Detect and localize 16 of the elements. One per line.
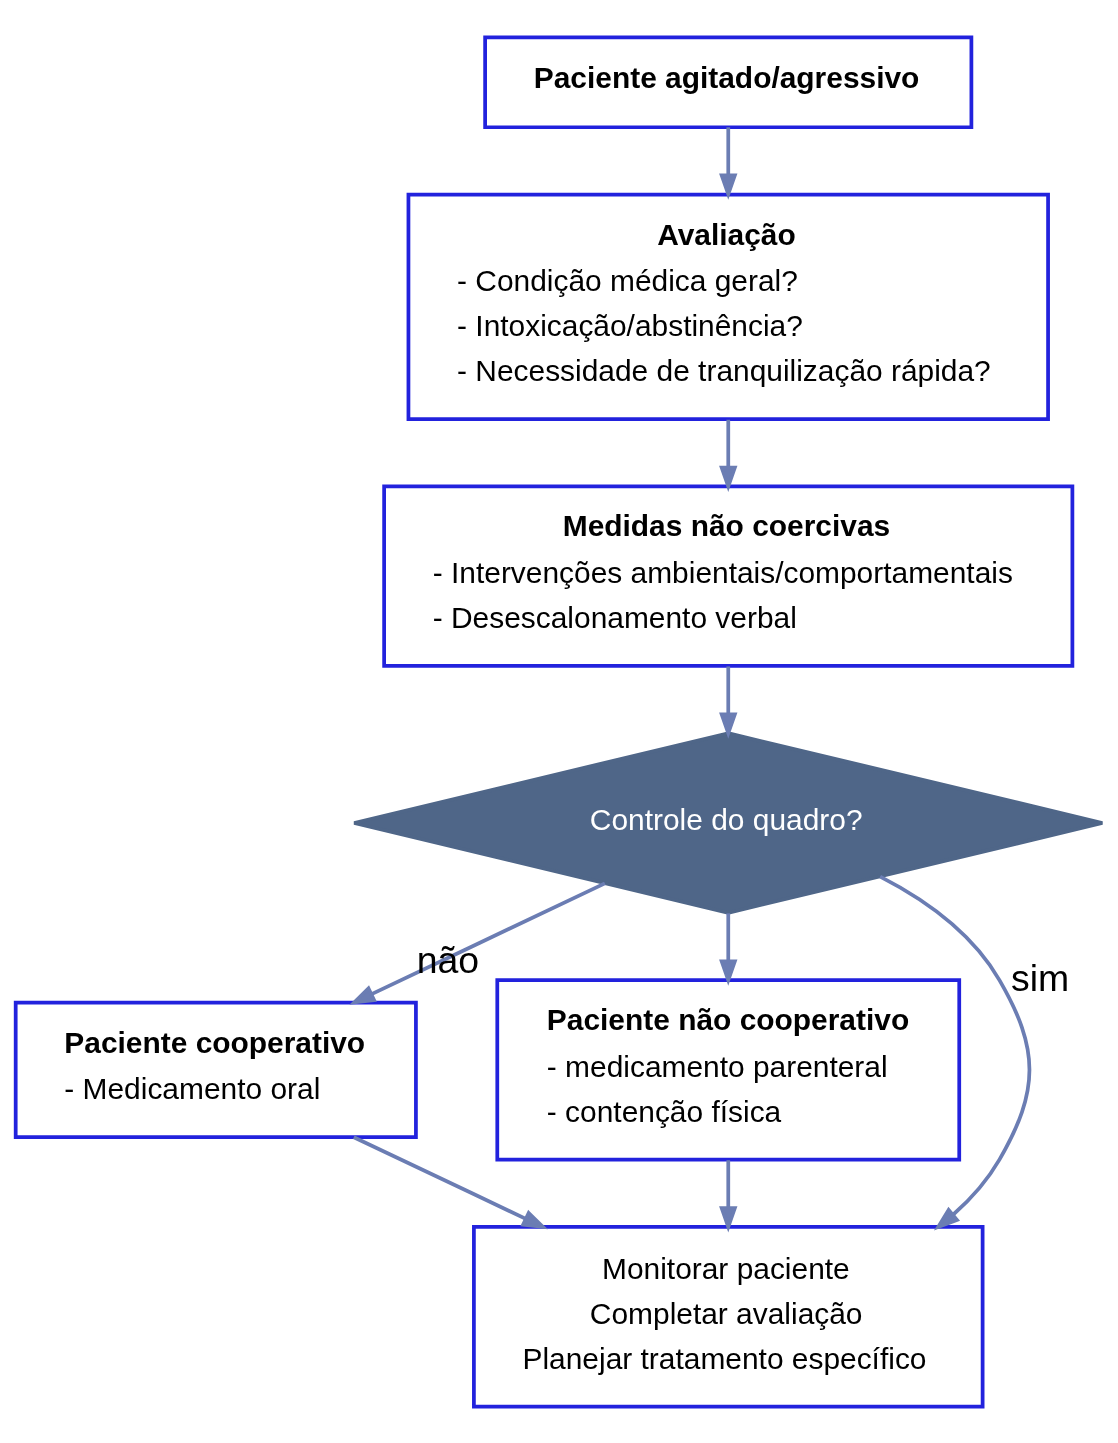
- arrow: [349, 881, 606, 1005]
- node-diamond: Controle do quadro?: [352, 730, 1105, 915]
- arrow: [719, 912, 738, 986]
- arrow: [719, 419, 738, 492]
- node-box: Paciente cooperativo - Medicamento oral: [13, 1000, 418, 1139]
- node-box: Paciente agitado/agressivo: [483, 35, 974, 129]
- node-box: Monitorar paciente Completar avaliação Planejar tratamento específico: [472, 1224, 985, 1408]
- node-box: Paciente não cooperativo - medicamento parenteral - contenção física: [495, 977, 962, 1161]
- arrow: [879, 874, 1032, 1230]
- edge-label: sim: [1011, 956, 1070, 999]
- arrow: [719, 126, 738, 200]
- node-box: Medidas não coercivas - Intervenções ambientais/comportamentais - Desescalonamento verbal: [382, 484, 1075, 668]
- arrow: [719, 665, 738, 739]
- node-box: Avaliação - Condição médica geral? - Intoxicação/abstinência? - Necessidade de tranquilização rápida?: [406, 192, 1050, 421]
- arrow: [719, 1159, 738, 1233]
- arrow: [353, 1135, 548, 1229]
